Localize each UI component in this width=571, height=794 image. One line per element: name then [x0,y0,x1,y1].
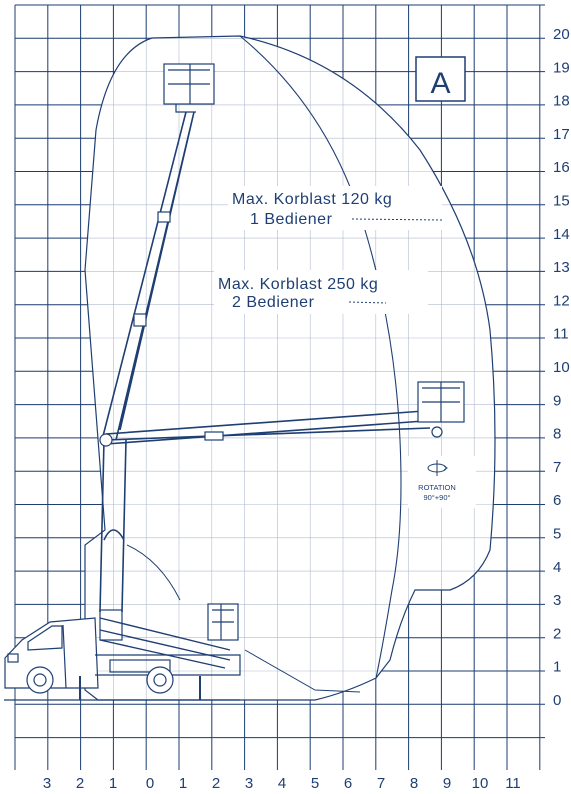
y-tick-label: 3 [553,592,561,609]
y-tick-label: 8 [553,426,561,443]
y-tick-label: 4 [553,559,561,576]
y-tick-label: 13 [553,259,570,276]
y-tick-label: 1 [553,659,561,676]
y-tick-label: 14 [553,226,570,243]
rotation-icon [408,456,476,508]
load-120-leader [351,218,443,221]
rotation-label: ROTATION [418,483,456,492]
x-tick-label: 3 [245,775,253,792]
y-tick-label: 5 [553,526,561,543]
rotation-value: 90°+90° [423,493,450,502]
y-tick-label: 2 [553,625,561,642]
load-250-line2: 2 Bediener [232,294,315,311]
x-tick-label: 1 [179,775,187,792]
x-tick-label: 8 [410,775,418,792]
y-tick-label: 9 [553,392,561,409]
y-tick-label: 11 [553,326,569,343]
y-tick-label: 20 [553,26,570,43]
envelope-lower-curve [126,544,181,601]
x-tick-label: 1 [109,775,117,792]
load-120-line2: 1 Bediener [250,211,333,228]
y-tick-label: 18 [553,93,570,110]
y-tick-label: 6 [553,492,561,509]
x-tick-label: 10 [472,775,489,792]
y-tick-label: 15 [553,193,570,210]
x-tick-label: 4 [278,775,286,792]
x-tick-label: 0 [146,775,154,792]
envelope-lower-line [244,649,361,693]
y-tick-label: 16 [553,159,570,176]
y-tick-label: 10 [553,359,570,376]
envelope-inner-250kg [239,35,402,679]
x-tick-label: 2 [212,775,220,792]
x-tick-label: 6 [344,775,352,792]
truck-icon [4,617,241,701]
diagram-label-box: A [415,56,466,102]
x-tick-label: 3 [43,775,51,792]
diagram-label: A [430,67,450,100]
y-tick-label: 19 [553,59,570,76]
load-250-line1: Max. Korblast 250 kg [218,276,378,293]
load-120-line1: Max. Korblast 120 kg [232,191,392,208]
y-tick-label: 12 [553,292,570,309]
x-tick-label: 5 [311,775,319,792]
y-tick-label: 17 [553,126,570,143]
x-tick-label: 7 [377,775,385,792]
x-tick-label: 11 [505,775,521,792]
x-tick-label: 9 [443,775,451,792]
y-tick-label: 7 [553,459,561,476]
y-tick-label: 0 [553,692,561,709]
aerial-platform-machine [4,63,465,701]
x-tick-label: 2 [76,775,84,792]
